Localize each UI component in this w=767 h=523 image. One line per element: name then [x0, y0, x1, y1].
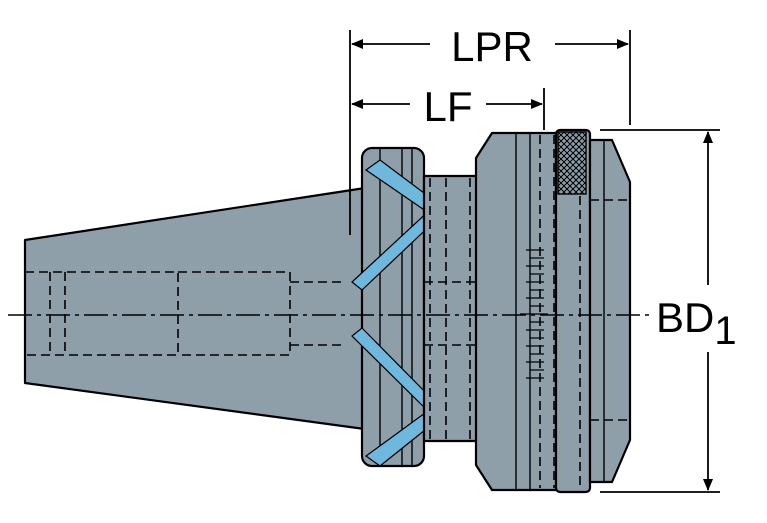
- knurled-ring: [554, 128, 592, 494]
- v-flange: [351, 146, 463, 468]
- lpr-label: LPR: [451, 23, 533, 70]
- bd1-subscript: 1: [714, 309, 736, 353]
- main-body: [474, 131, 558, 492]
- bd1-label: BD1: [656, 294, 737, 353]
- taper-shank: [23, 186, 374, 432]
- bd1-main: BD: [656, 294, 714, 341]
- scale-ticks: [520, 249, 548, 379]
- dimension-bd1: BD1: [600, 129, 737, 493]
- lf-label: LF: [423, 83, 472, 130]
- dimension-lpr: LPR: [349, 23, 631, 235]
- dimension-lf: LF: [351, 83, 545, 130]
- front-nose: [588, 138, 632, 484]
